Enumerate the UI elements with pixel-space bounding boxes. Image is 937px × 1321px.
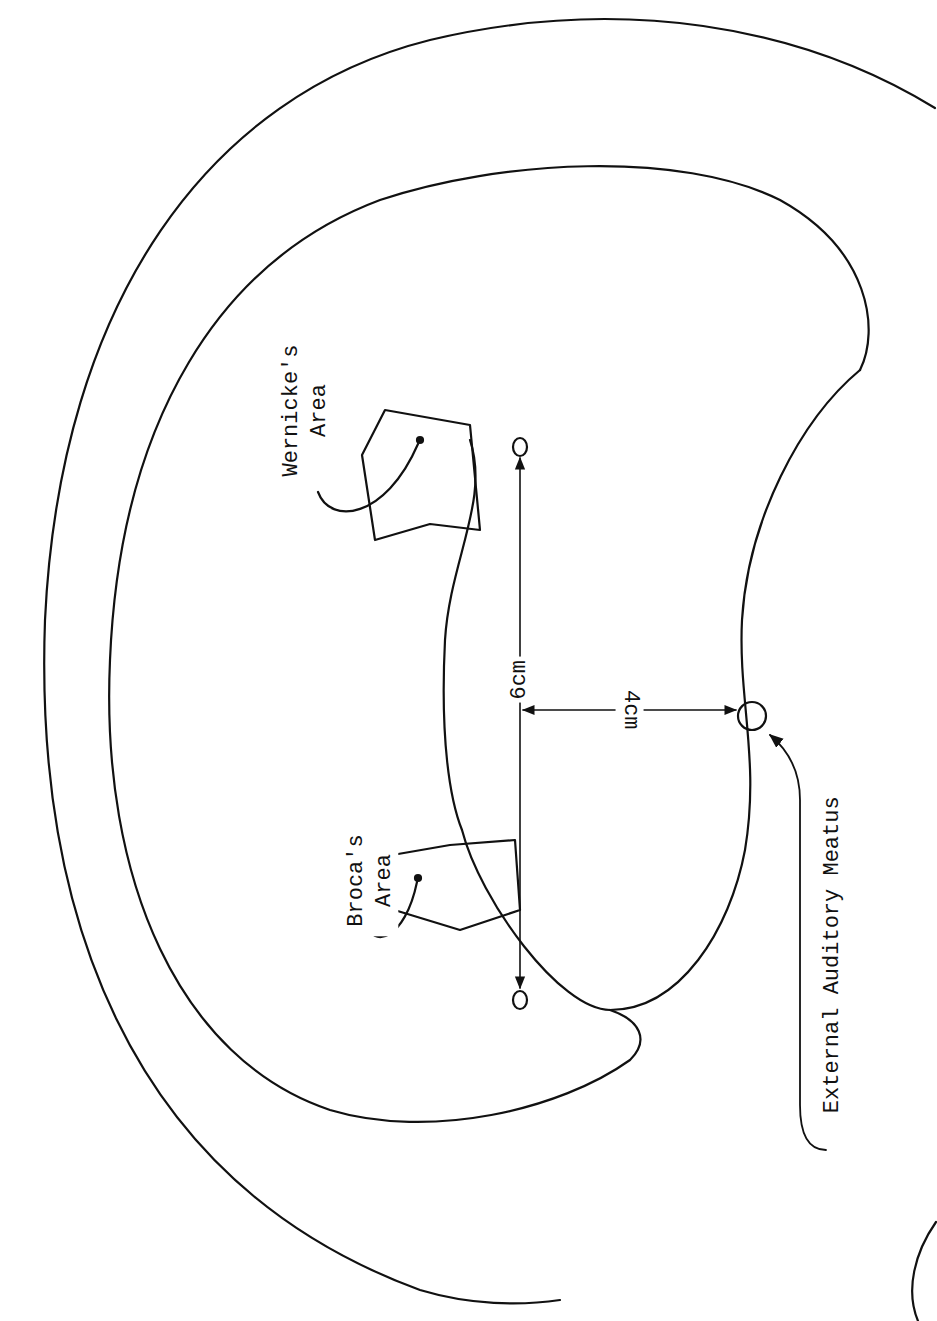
meatus-leader — [770, 735, 826, 1150]
end-circle — [513, 438, 527, 456]
head-outline — [44, 19, 935, 1303]
end-circle — [513, 991, 527, 1009]
wernicke-area-outline — [362, 410, 480, 540]
broca-dot — [415, 875, 421, 881]
dimension-label: 4cm — [616, 687, 644, 733]
auditory-meatus — [738, 702, 766, 730]
face-outline — [912, 1222, 936, 1321]
wernicke-dot — [417, 437, 423, 443]
area-label: Broca's Area — [343, 824, 398, 936]
dimension-line-6cm — [519, 458, 521, 988]
area-label: Wernicke's Area — [279, 334, 334, 485]
dimension-label: 6cm — [506, 657, 534, 703]
part-label: External Auditory Meatus — [818, 794, 846, 1117]
cerebrum-outline — [109, 166, 868, 1122]
